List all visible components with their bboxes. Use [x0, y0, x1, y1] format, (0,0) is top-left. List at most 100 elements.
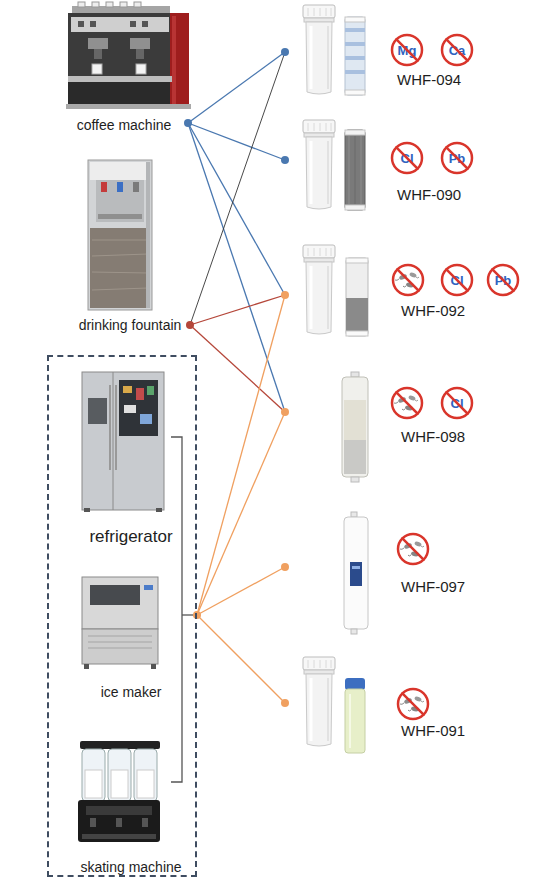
no-sign-slash [396, 39, 417, 60]
appliance-label: refrigerator [65, 528, 197, 547]
ice-maker-illustration [82, 577, 158, 629]
filter-cartridge-illustration [351, 372, 359, 377]
skating-machine-illustration [78, 800, 160, 842]
drinking-fountain-illustration [92, 254, 148, 256]
ice-maker-illustration [88, 642, 152, 643]
no-sign-ring [392, 143, 422, 173]
coffee-machine-illustration [94, 49, 102, 59]
group-bracket [171, 437, 197, 782]
no-sign-slash [446, 269, 467, 290]
no-sign-slash [397, 269, 418, 290]
connector-dot [281, 563, 289, 571]
coffee-machine-illustration [170, 13, 189, 107]
filter-model-label: WHF-098 [401, 429, 465, 446]
connector-line [190, 325, 285, 412]
element-symbol: Mg [398, 44, 417, 57]
bacteria-symbol [394, 272, 424, 712]
element-symbol: Pb [449, 152, 466, 165]
appliance-box: drinking fountain [70, 155, 190, 335]
coffee-machine-illustration [130, 38, 150, 49]
filter-box: WHF-098 [285, 372, 517, 482]
coffee-machine-illustration [71, 17, 169, 32]
bacteria-symbol [395, 272, 419, 288]
ice-maker-illustration [84, 664, 89, 669]
skating-machine-illustration [85, 770, 102, 798]
connector-line [197, 295, 285, 615]
skating-machine-illustration [90, 818, 96, 827]
bacteria-symbol [394, 395, 418, 411]
filter-housing-illustration [303, 120, 335, 209]
refrigerator-illustration [147, 386, 154, 395]
appliance-label: coffee machine [60, 118, 188, 133]
coffee-machine-illustration [92, 64, 102, 74]
appliance-box: refrigerator [65, 369, 197, 549]
coffee-machine-illustration [68, 82, 170, 105]
ice-maker-illustration [144, 585, 153, 590]
coffee-machine-illustration [68, 13, 172, 77]
drinking-fountain-illustration [98, 214, 142, 219]
filter-cartridge-illustration [345, 56, 365, 60]
coffee-machine-illustration [78, 2, 85, 7]
filter-cartridge-illustration [346, 258, 368, 263]
skating-machine-illustration [80, 741, 160, 749]
appliance-box: ice maker [65, 572, 197, 702]
no-sign-slash [396, 39, 513, 714]
connector-dot [281, 48, 289, 56]
filter-cartridge-illustration [352, 566, 360, 569]
filter-box: WHF-090 [285, 118, 517, 213]
connector-line [197, 615, 285, 703]
skating-machine-illustration [108, 749, 131, 801]
filter-housing-illustration [303, 657, 335, 746]
drinking-fountain-illustration [117, 182, 123, 192]
element-symbol: Cl [401, 152, 414, 165]
connector-line [188, 52, 285, 123]
connector-dot [193, 611, 201, 619]
coffee-machine-illustration [172, 16, 176, 104]
refrigerator-illustration [156, 508, 162, 512]
ice-maker-illustration [90, 585, 140, 605]
ice-maker-illustration [82, 577, 158, 669]
filter-cartridge-illustration [346, 298, 368, 331]
no-sign-ring [398, 534, 428, 564]
drinking-fountain-illustration [88, 160, 152, 310]
filter-cartridge-illustration [345, 90, 365, 95]
filter-model-label: WHF-090 [397, 187, 461, 204]
connector-dot [281, 408, 289, 416]
filter-cartridge-illustration [351, 629, 357, 634]
filter-cartridge-illustration [345, 17, 365, 95]
element-symbol: Cl [451, 397, 464, 410]
no-sign-ring [398, 689, 428, 719]
filter-cartridge-illustration [345, 678, 365, 690]
no-sign-ring [442, 388, 472, 418]
filter-cartridge-illustration [361, 136, 362, 204]
filter-cartridge-illustration [346, 258, 368, 336]
group-bracket [171, 437, 182, 782]
no-sign-ring [393, 265, 423, 295]
coffee-machine-illustration [68, 76, 172, 82]
filter-cartridge-illustration [349, 136, 350, 204]
filter-cartridge-illustration [345, 17, 365, 22]
appliance-group-box: refrigeratorice makerskating machine [47, 355, 197, 877]
coffee-machine-illustration [130, 21, 136, 27]
filter-box: WHF-092 [285, 243, 517, 338]
drinking-fountain-illustration [92, 288, 148, 290]
no-sign-slash [446, 392, 467, 413]
filter-cartridge-illustration [344, 400, 366, 440]
filter-cartridge-illustration [345, 130, 365, 210]
filter-cartridge-illustration [345, 130, 365, 135]
element-symbol: Pb [495, 274, 512, 287]
no-sign-slash [396, 147, 417, 168]
skating-machine-illustration [137, 770, 154, 798]
skating-machine-illustration [142, 818, 148, 827]
skating-machine-illustration [82, 749, 105, 801]
filter-housing-illustration [303, 5, 335, 746]
refrigerator-illustration [82, 372, 164, 510]
filter-cartridge-illustration [344, 440, 366, 474]
skating-machine-illustration [111, 770, 128, 798]
coffee-machine-illustration [92, 2, 99, 7]
coffee-machine-illustration [66, 2, 191, 109]
no-sign-slash [492, 269, 513, 290]
